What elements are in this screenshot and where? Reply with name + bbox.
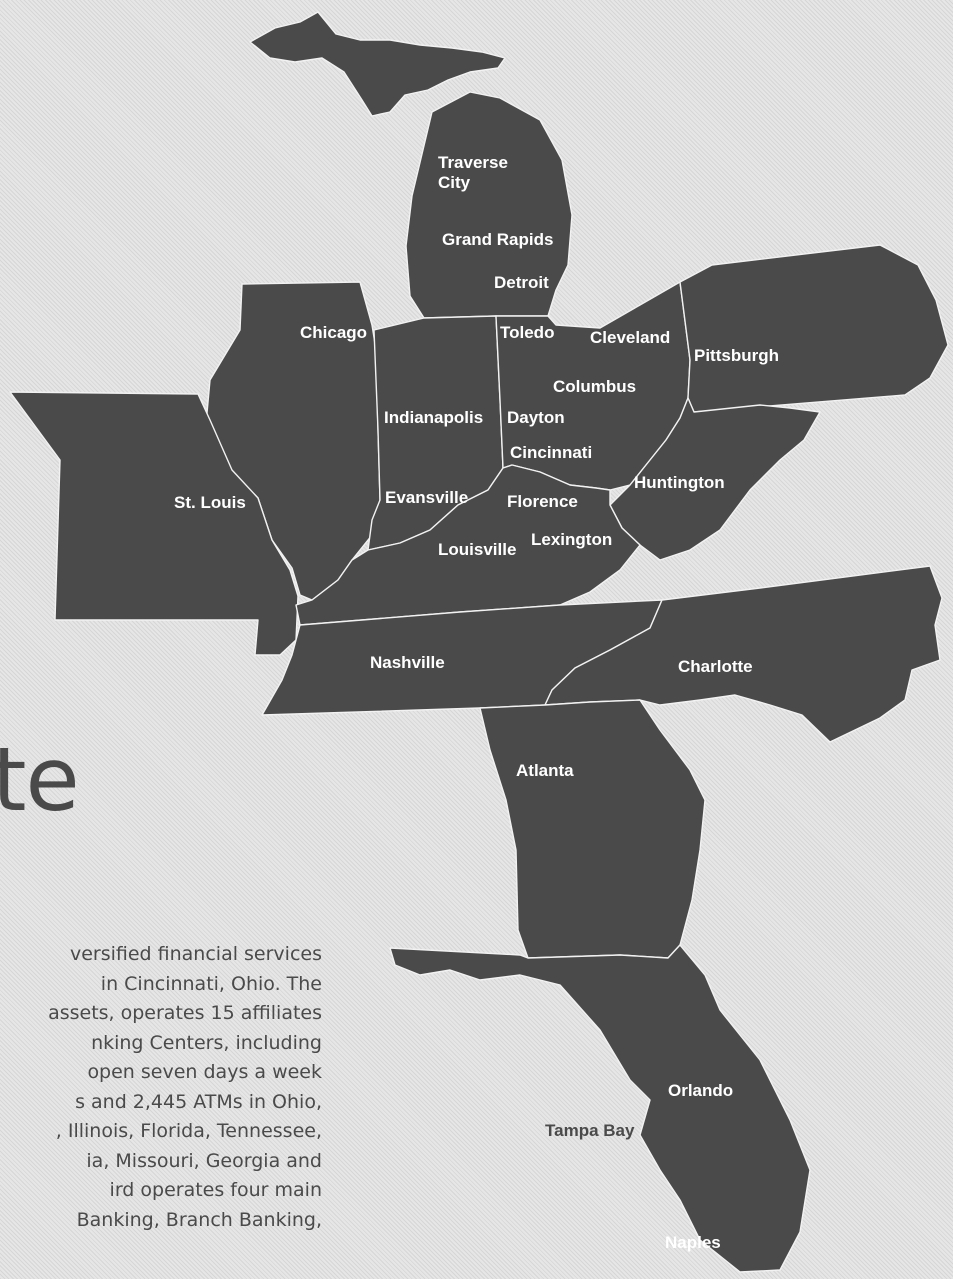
state-georgia — [479, 699, 706, 959]
city-label-naples: Naples — [665, 1233, 721, 1252]
city-label-atlanta: Atlanta — [516, 761, 574, 780]
state-missouri — [9, 391, 299, 656]
body-line: assets, operates 15 affiliates — [48, 1002, 322, 1024]
body-line: versified financial services — [69, 943, 322, 965]
body-line: ird operates four main — [109, 1179, 322, 1201]
city-label-columbus: Columbus — [553, 377, 636, 396]
state-north-carolina — [544, 565, 943, 743]
state-pennsylvania — [679, 244, 949, 413]
body-line: , Illinois, Florida, Tennessee, — [55, 1120, 322, 1142]
city-label-nashville: Nashville — [370, 653, 445, 672]
city-label-cincinnati: Cincinnati — [510, 443, 592, 462]
city-label-st-louis: St. Louis — [174, 493, 246, 512]
city-label-grand-rapids: Grand Rapids — [442, 230, 553, 249]
body-line: ia, Missouri, Georgia and — [86, 1149, 322, 1172]
city-label-detroit: Detroit — [494, 273, 549, 292]
city-label-charlotte: Charlotte — [678, 657, 753, 676]
city-label-traverse-city-line2: City — [438, 173, 471, 192]
state-michigan — [405, 91, 573, 319]
heading-fragment: te — [0, 728, 80, 831]
city-label-pittsburgh: Pittsburgh — [694, 346, 779, 365]
body-line: nking Centers, including — [91, 1031, 322, 1054]
state-florida — [389, 944, 811, 1273]
state-michigan-upper — [249, 11, 506, 117]
body-line: Banking, Branch Banking, — [76, 1208, 322, 1231]
city-label-indianapolis: Indianapolis — [384, 408, 483, 427]
city-label-lexington: Lexington — [531, 530, 612, 549]
body-paragraph: versified financial services in Cincinna… — [0, 940, 322, 1235]
body-line: open seven days a week — [87, 1061, 322, 1083]
city-label-evansville: Evansville — [385, 488, 468, 507]
city-label-tampa-bay: Tampa Bay — [545, 1121, 635, 1140]
city-label-toledo: Toledo — [500, 323, 554, 342]
city-label-huntington: Huntington — [634, 473, 725, 492]
city-label-chicago: Chicago — [300, 323, 367, 342]
city-label-louisville: Louisville — [438, 540, 516, 559]
state-west-virginia — [609, 397, 821, 561]
city-label-orlando: Orlando — [668, 1081, 733, 1100]
city-label-florence: Florence — [507, 492, 578, 511]
city-label-dayton: Dayton — [507, 408, 565, 427]
city-label-cleveland: Cleveland — [590, 328, 670, 347]
city-label-traverse-city: Traverse — [438, 153, 508, 172]
body-line: in Cincinnati, Ohio. The — [100, 972, 322, 995]
body-line: s and 2,445 ATMs in Ohio, — [75, 1090, 322, 1113]
